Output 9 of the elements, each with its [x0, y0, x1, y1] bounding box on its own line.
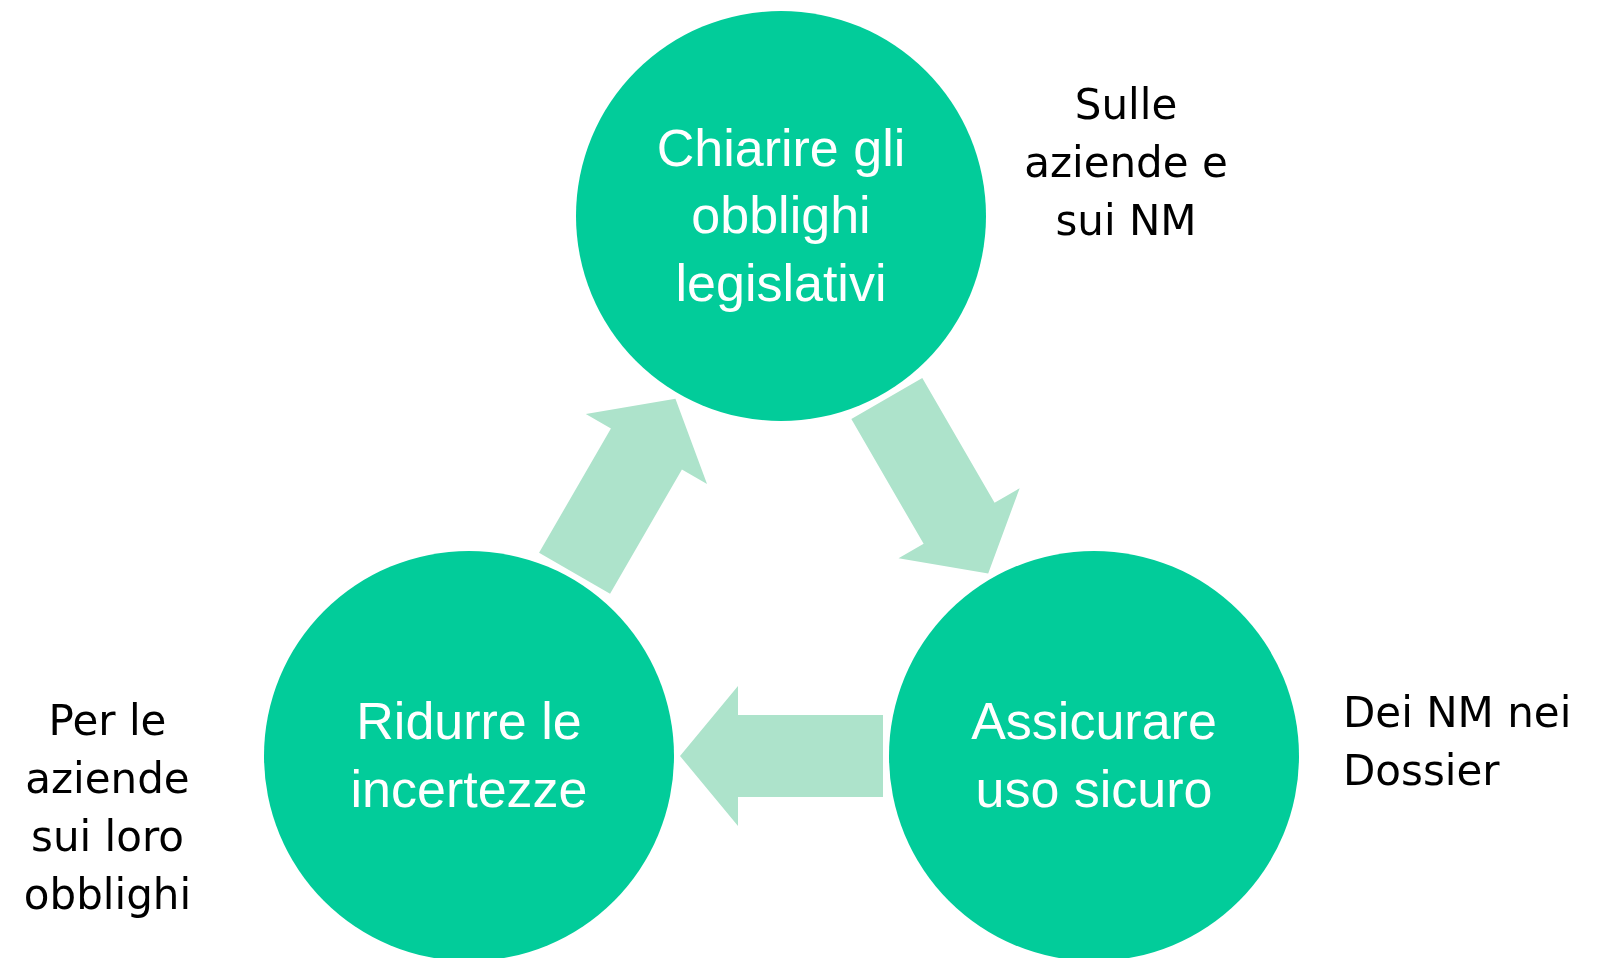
block-arrow [680, 686, 883, 826]
node-label: Chiarire gli obblighi legislativi [655, 117, 907, 314]
node-label: Assicurare uso sicuro [970, 691, 1218, 820]
block-arrow [539, 398, 708, 594]
node-label: Ridurre le incertezze [349, 691, 589, 820]
block-arrow [851, 378, 1020, 574]
side-note: Per le aziende sui loro obblighi [22, 695, 193, 921]
side-note: Sulle aziende e sui NM [1023, 79, 1229, 247]
side-note: Dei NM nei Dossier [1343, 687, 1573, 797]
